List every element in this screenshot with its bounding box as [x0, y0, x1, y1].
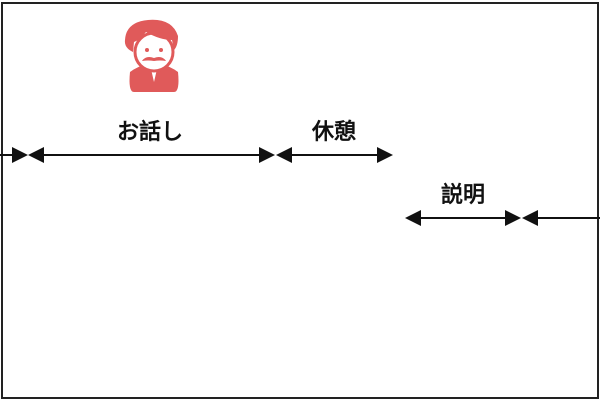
label-explanation: 説明 — [440, 183, 486, 208]
presenter-man-icon — [124, 19, 179, 92]
label-break: 休憩 — [311, 120, 357, 145]
label-talk: お話し — [116, 120, 184, 145]
